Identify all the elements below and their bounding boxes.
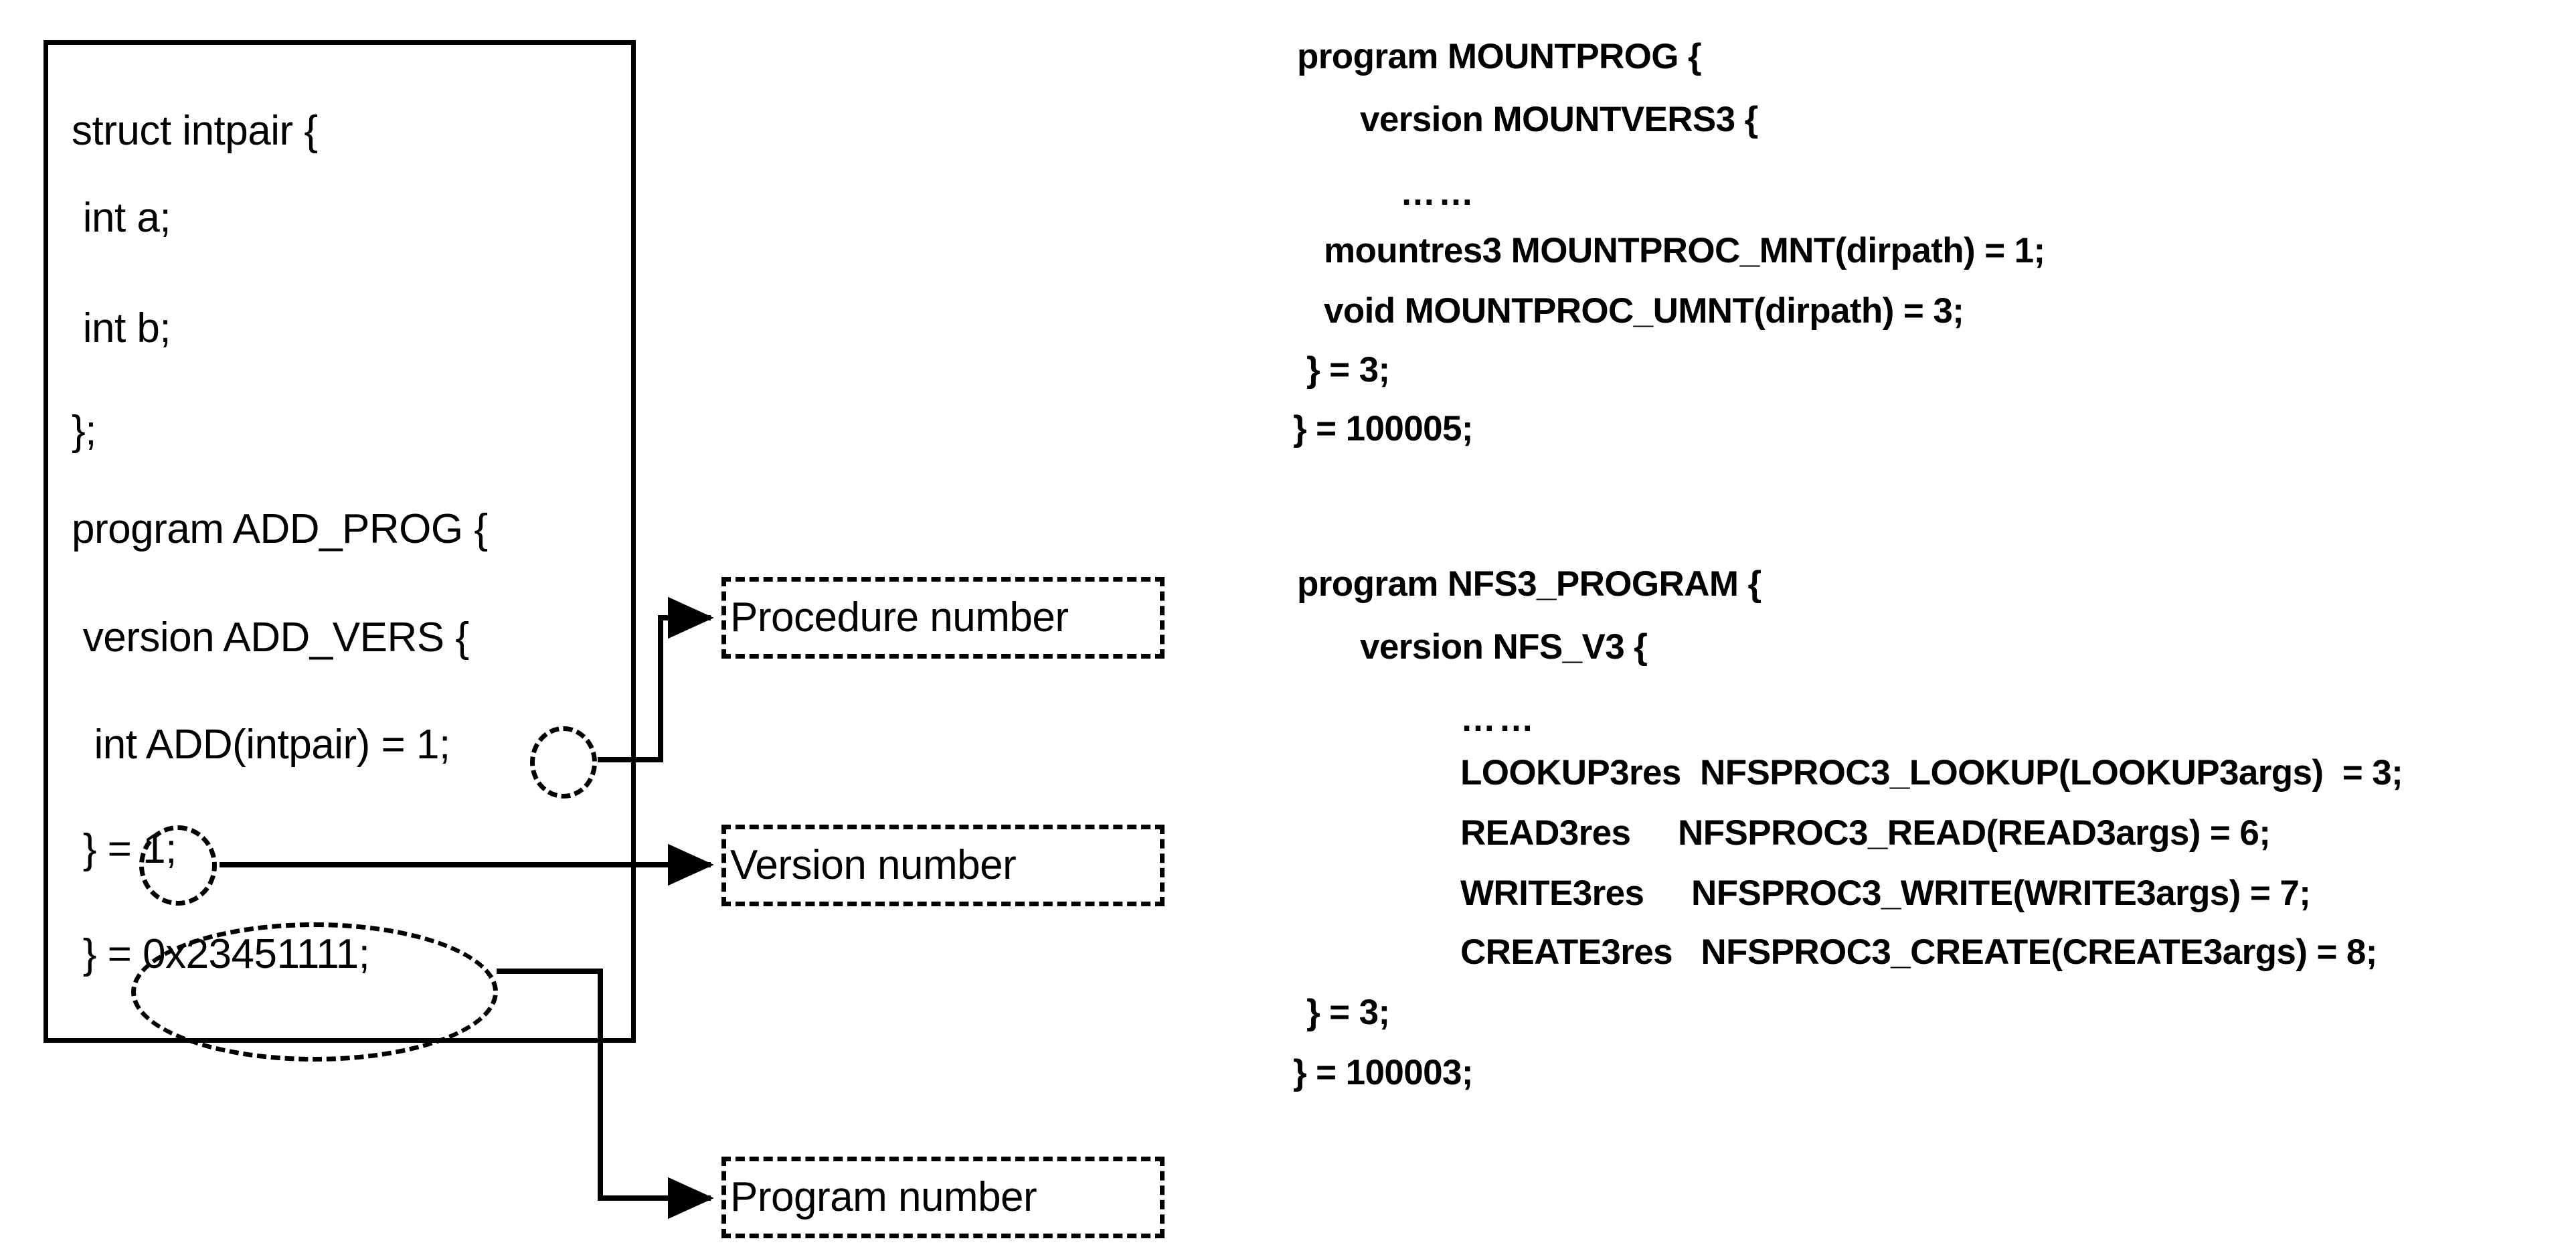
right-code-line: READ3res NFSPROC3_READ(READ3args) = 6;: [1460, 813, 2271, 853]
right-code-line: CREATE3res NFSPROC3_CREATE(CREATE3args) …: [1460, 932, 2377, 972]
left-code-line: } = 1;: [72, 826, 177, 872]
right-code-line: mountres3 MOUNTPROC_MNT(dirpath) = 1;: [1324, 231, 2045, 270]
right-code-line: ……: [1460, 699, 1537, 739]
procedure-number-callout: Procedure number: [721, 577, 1165, 659]
right-code-line: version NFS_V3 {: [1360, 627, 1648, 667]
right-code-line: } = 3;: [1306, 993, 1390, 1032]
version-number-callout: Version number: [721, 825, 1165, 906]
procedure-number-callout-label: Procedure number: [730, 594, 1069, 641]
left-code-line: } = 0x23451111;: [72, 931, 370, 977]
left-code-line: version ADD_VERS {: [72, 614, 469, 661]
right-code-line: ……: [1400, 173, 1476, 213]
right-code-line: program NFS3_PROGRAM {: [1297, 564, 1762, 604]
version-number-callout-label: Version number: [730, 842, 1017, 888]
right-code-line: program MOUNTPROG {: [1297, 37, 1702, 76]
left-code-line: int ADD(intpair) = 1;: [72, 722, 450, 768]
right-code-line: void MOUNTPROC_UMNT(dirpath) = 3;: [1324, 291, 1964, 331]
left-code-line: int a;: [72, 195, 171, 241]
right-code-line: } = 3;: [1306, 350, 1390, 390]
right-code-line: } = 100005;: [1293, 409, 1474, 448]
right-code-line: WRITE3res NFSPROC3_WRITE(WRITE3args) = 7…: [1460, 873, 2311, 913]
left-code-line: struct intpair {: [72, 108, 318, 154]
right-code-line: version MOUNTVERS3 {: [1360, 100, 1758, 139]
right-code-line: } = 100003;: [1293, 1053, 1474, 1092]
program-number-callout: Program number: [721, 1157, 1165, 1238]
left-code-line: };: [72, 408, 96, 454]
program-number-callout-label: Program number: [730, 1174, 1037, 1220]
right-code-line: LOOKUP3res NFSPROC3_LOOKUP(LOOKUP3args) …: [1460, 753, 2403, 792]
left-code-line: int b;: [72, 305, 171, 351]
left-code-line: program ADD_PROG {: [72, 506, 488, 552]
